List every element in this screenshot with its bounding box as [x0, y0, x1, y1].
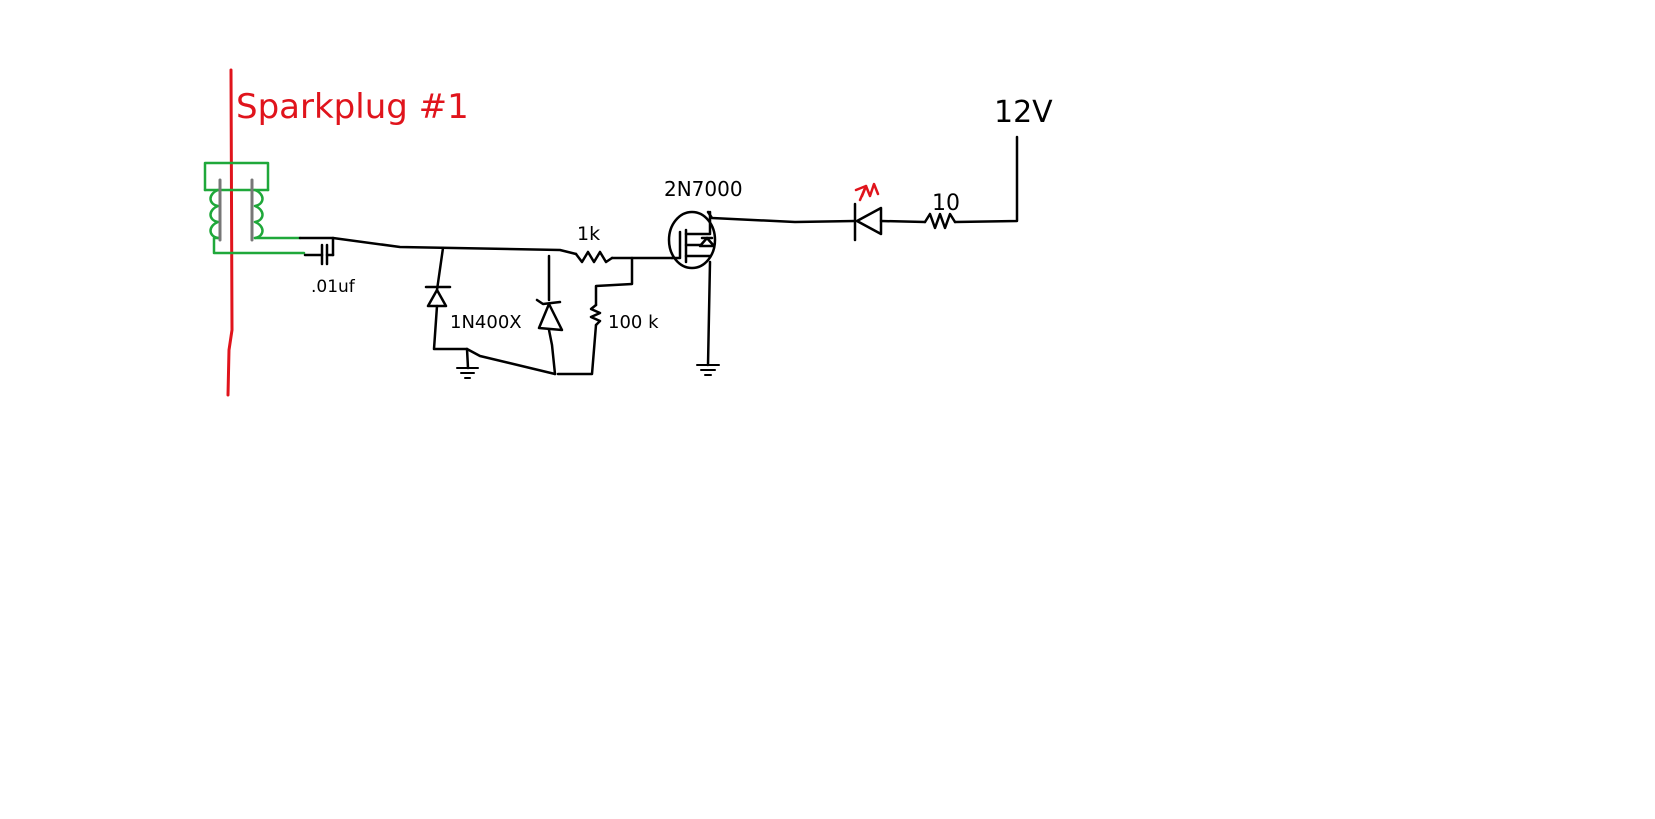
- resistor-10: [923, 212, 957, 230]
- led-light-arrows: [854, 182, 880, 202]
- capacitor: [303, 243, 335, 266]
- sparkplug-label: Sparkplug #1: [236, 87, 469, 127]
- diode-label: 1N400X: [450, 312, 522, 333]
- ground-symbol-left: [456, 367, 479, 379]
- resistor-1k-label: 1k: [577, 223, 600, 245]
- circuit-wires: [298, 135, 1019, 376]
- inductive-pickup-coil: [203, 161, 306, 255]
- resistor-10-label: 10: [932, 191, 960, 216]
- supply-label: 12V: [994, 95, 1053, 130]
- mosfet-label: 2N7000: [664, 177, 743, 201]
- diode-1n400x: [424, 285, 452, 308]
- resistor-100k: [589, 303, 602, 327]
- ground-symbol-right: [696, 364, 720, 376]
- mosfet-2n7000: [667, 210, 717, 270]
- capacitor-label: .01uf: [311, 277, 356, 297]
- resistor-1k: [574, 250, 614, 264]
- resistor-100k-label: 100 k: [608, 312, 659, 333]
- led: [853, 202, 883, 242]
- coil-core: [218, 178, 254, 242]
- spark-plug-lead: [226, 68, 234, 397]
- zener-diode: [535, 298, 564, 332]
